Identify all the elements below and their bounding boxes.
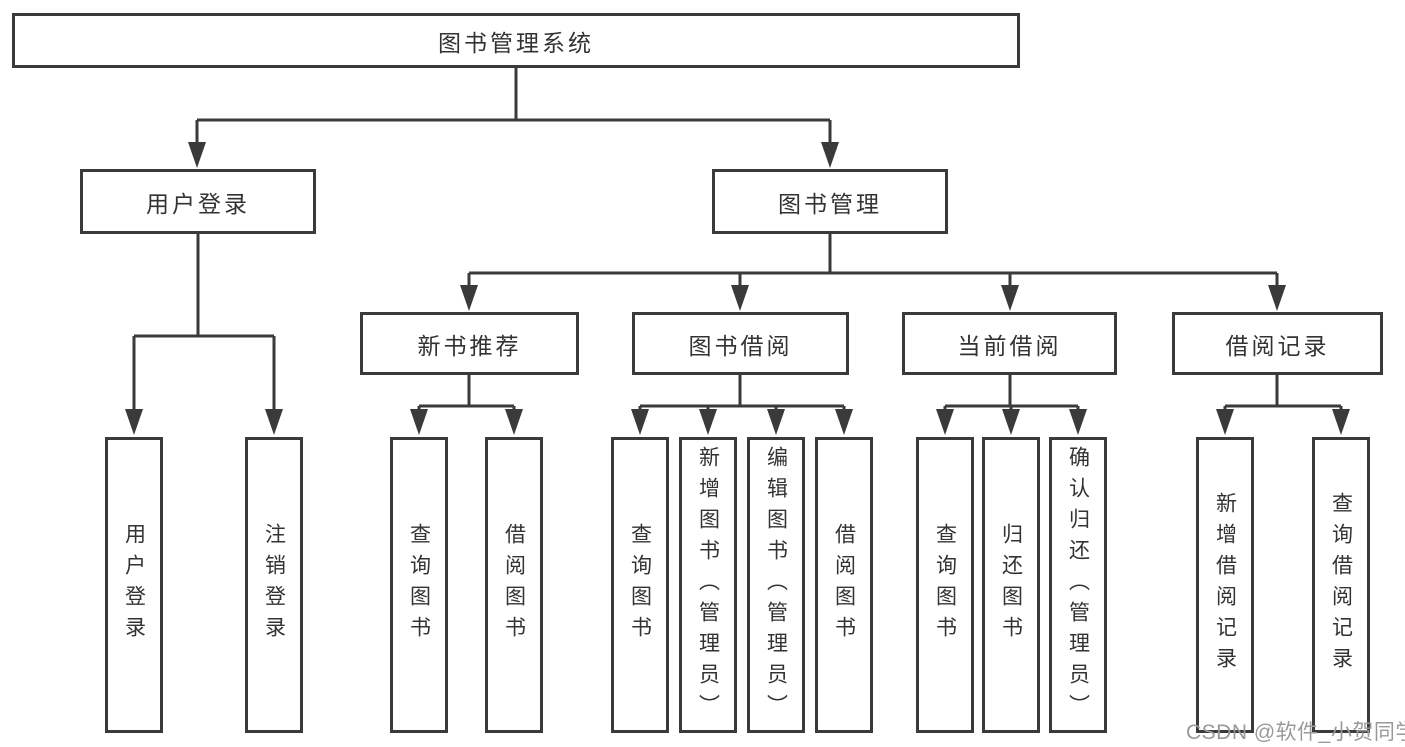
leaf-query-books-borrow: 查询图书 <box>611 437 669 733</box>
leaf-label: 查询图书 <box>628 523 652 647</box>
node-new-book-recommend: 新书推荐 <box>360 312 579 375</box>
node-book-borrowing: 图书借阅 <box>632 312 849 375</box>
leaf-query-books-current: 查询图书 <box>916 437 974 733</box>
leaf-add-borrow-record: 新增借阅记录 <box>1196 437 1254 733</box>
node-label: 图书管理系统 <box>438 29 594 56</box>
leaf-confirm-return-admin: 确认归还（管理员） <box>1049 437 1107 733</box>
node-label: 图书借阅 <box>688 332 793 359</box>
leaf-label: 用户登录 <box>122 523 146 647</box>
leaf-label: 归还图书 <box>999 523 1023 647</box>
node-label: 借阅记录 <box>1225 332 1330 359</box>
leaf-return-books: 归还图书 <box>982 437 1040 733</box>
leaf-label: 查询图书 <box>933 523 957 647</box>
node-label: 用户登录 <box>146 190 250 217</box>
node-borrowing-records: 借阅记录 <box>1172 312 1383 375</box>
leaf-user-login: 用户登录 <box>105 437 163 733</box>
leaf-label: 注销登录 <box>262 523 286 647</box>
leaf-label: 查询借阅记录 <box>1329 492 1353 678</box>
arrowheads <box>125 142 1350 435</box>
node-label: 当前借阅 <box>957 332 1062 359</box>
node-book-management: 图书管理 <box>712 169 948 234</box>
leaf-edit-book-admin: 编辑图书（管理员） <box>747 437 805 733</box>
csdn-watermark: CSDN @软件_小贺同学 <box>1186 721 1405 744</box>
leaf-query-borrow-record: 查询借阅记录 <box>1312 437 1370 733</box>
node-label: 新书推荐 <box>417 332 522 359</box>
leaf-label: 确认归还（管理员） <box>1066 445 1090 725</box>
leaf-label: 借阅图书 <box>832 523 856 647</box>
node-current-borrowing: 当前借阅 <box>902 312 1117 375</box>
leaf-query-books-recommend: 查询图书 <box>390 437 448 733</box>
leaf-borrow-books: 借阅图书 <box>815 437 873 733</box>
leaf-label: 借阅图书 <box>502 523 526 647</box>
leaf-label: 编辑图书（管理员） <box>764 445 788 725</box>
leaf-label: 新增图书（管理员） <box>696 445 720 725</box>
leaf-label: 新增借阅记录 <box>1213 492 1237 678</box>
node-label: 图书管理 <box>778 190 882 217</box>
leaf-add-book-admin: 新增图书（管理员） <box>679 437 737 733</box>
node-user-login: 用户登录 <box>80 169 316 234</box>
leaf-borrow-books-recommend: 借阅图书 <box>485 437 543 733</box>
node-library-system-root: 图书管理系统 <box>12 13 1020 68</box>
leaf-logout: 注销登录 <box>245 437 303 733</box>
leaf-label: 查询图书 <box>407 523 431 647</box>
